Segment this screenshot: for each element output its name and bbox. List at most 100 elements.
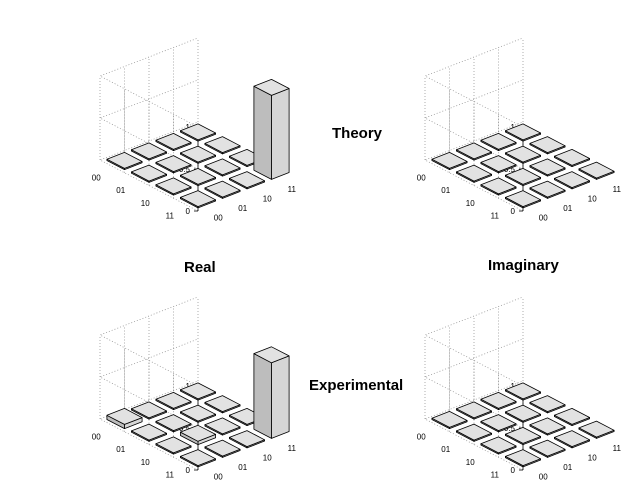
- grid-line: [424, 37, 524, 128]
- chart-experimental-imaginary: 00.510001101100011011: [417, 296, 621, 481]
- row-tick-label: 01: [116, 445, 125, 454]
- grid-line: [424, 296, 524, 387]
- bar: [504, 449, 541, 468]
- z-tick-label: 0: [186, 207, 191, 216]
- bar: [480, 155, 517, 174]
- grid-line: [99, 37, 199, 128]
- bar-top-face: [204, 439, 241, 457]
- bar: [578, 161, 615, 180]
- row-tick-label: 00: [92, 173, 101, 182]
- bar: [455, 423, 493, 442]
- row-tick-label: 10: [466, 458, 475, 467]
- bar: [529, 395, 566, 414]
- bar-top-face: [554, 407, 590, 425]
- bar-top-face: [480, 132, 517, 150]
- bar-top-face: [480, 436, 517, 454]
- bar: [504, 145, 541, 164]
- bar: [480, 436, 517, 455]
- bar-top-face: [431, 410, 468, 428]
- row-tick-label: 01: [441, 445, 450, 454]
- bar-top-face: [504, 123, 541, 141]
- bar: [480, 177, 517, 196]
- bar-top-face: [504, 190, 541, 208]
- bar: [554, 430, 590, 449]
- column-label-imaginary: Imaginary: [488, 257, 559, 274]
- bar: [529, 439, 566, 458]
- bar-top-face: [431, 151, 468, 169]
- bar: [455, 142, 493, 161]
- bar: [155, 155, 192, 174]
- row-tick-label: 11: [491, 471, 500, 480]
- column-label-real: Real: [184, 259, 216, 276]
- chart-theory-real: 00.510001101100011011: [92, 37, 296, 222]
- bar: [529, 136, 566, 155]
- col-tick-label: 11: [288, 444, 297, 453]
- bar: [179, 167, 217, 187]
- bar: [204, 395, 241, 414]
- bar-top-face: [455, 164, 493, 182]
- z-tick-label: 0.5: [504, 424, 516, 433]
- chart-theory-imaginary: 00.510001101100011011: [417, 37, 621, 222]
- bar: [504, 426, 541, 446]
- bar: [253, 79, 290, 180]
- bar-top-face: [155, 155, 192, 173]
- bar-top-face: [529, 417, 566, 435]
- bar-top-face: [554, 171, 590, 189]
- row-tick-label: 01: [441, 186, 450, 195]
- bar-top-face: [155, 436, 192, 454]
- col-tick-label: 00: [539, 213, 548, 222]
- grid-line: [424, 380, 524, 471]
- bar: [106, 407, 143, 430]
- bar: [431, 151, 468, 171]
- z-tick-label: 0: [511, 466, 516, 475]
- bar-top-face: [578, 161, 615, 179]
- bar-top-face: [529, 395, 566, 413]
- bar-top-face: [106, 151, 143, 169]
- bar-top-face: [155, 414, 192, 432]
- bar: [179, 123, 217, 142]
- bar: [431, 410, 468, 430]
- bar: [480, 132, 517, 152]
- bar: [228, 430, 266, 449]
- bar: [130, 401, 168, 420]
- bar: [228, 171, 266, 190]
- bar-top-face: [253, 346, 290, 364]
- col-tick-label: 01: [238, 204, 247, 213]
- bar: [504, 404, 541, 423]
- bar-top-face: [504, 426, 541, 444]
- bar: [204, 136, 241, 155]
- bar: [155, 177, 192, 196]
- z-tick-label: 0.5: [179, 424, 191, 433]
- grid-line: [99, 121, 199, 212]
- bar-top-face: [504, 167, 541, 185]
- row-tick-label: 00: [92, 432, 101, 441]
- col-tick-label: 01: [563, 463, 572, 472]
- bar: [504, 123, 541, 142]
- bar: [204, 158, 241, 177]
- bar: [130, 164, 168, 183]
- grid-line: [424, 121, 524, 212]
- bar-top-face: [455, 423, 493, 441]
- bar-top-face: [455, 142, 493, 160]
- bar-top-face: [554, 430, 590, 448]
- bar-top-face: [228, 171, 266, 189]
- col-tick-label: 00: [539, 472, 548, 481]
- col-tick-label: 00: [214, 213, 223, 222]
- bar: [504, 382, 541, 401]
- bar-top-face: [130, 142, 168, 160]
- bar-top-face: [204, 395, 241, 413]
- bar-top-face: [504, 145, 541, 163]
- bar-side-face: [253, 85, 272, 180]
- bar-front-face: [271, 355, 290, 439]
- bar-top-face: [529, 136, 566, 154]
- grid-line: [99, 380, 199, 471]
- bar-top-face: [130, 164, 168, 182]
- bar-top-face: [204, 180, 241, 198]
- bar-top-face: [130, 423, 168, 441]
- col-tick-label: 00: [214, 472, 223, 481]
- bar: [155, 391, 192, 411]
- bar-top-face: [529, 180, 566, 198]
- bar-top-face: [578, 420, 615, 438]
- bar-front-face: [271, 88, 290, 180]
